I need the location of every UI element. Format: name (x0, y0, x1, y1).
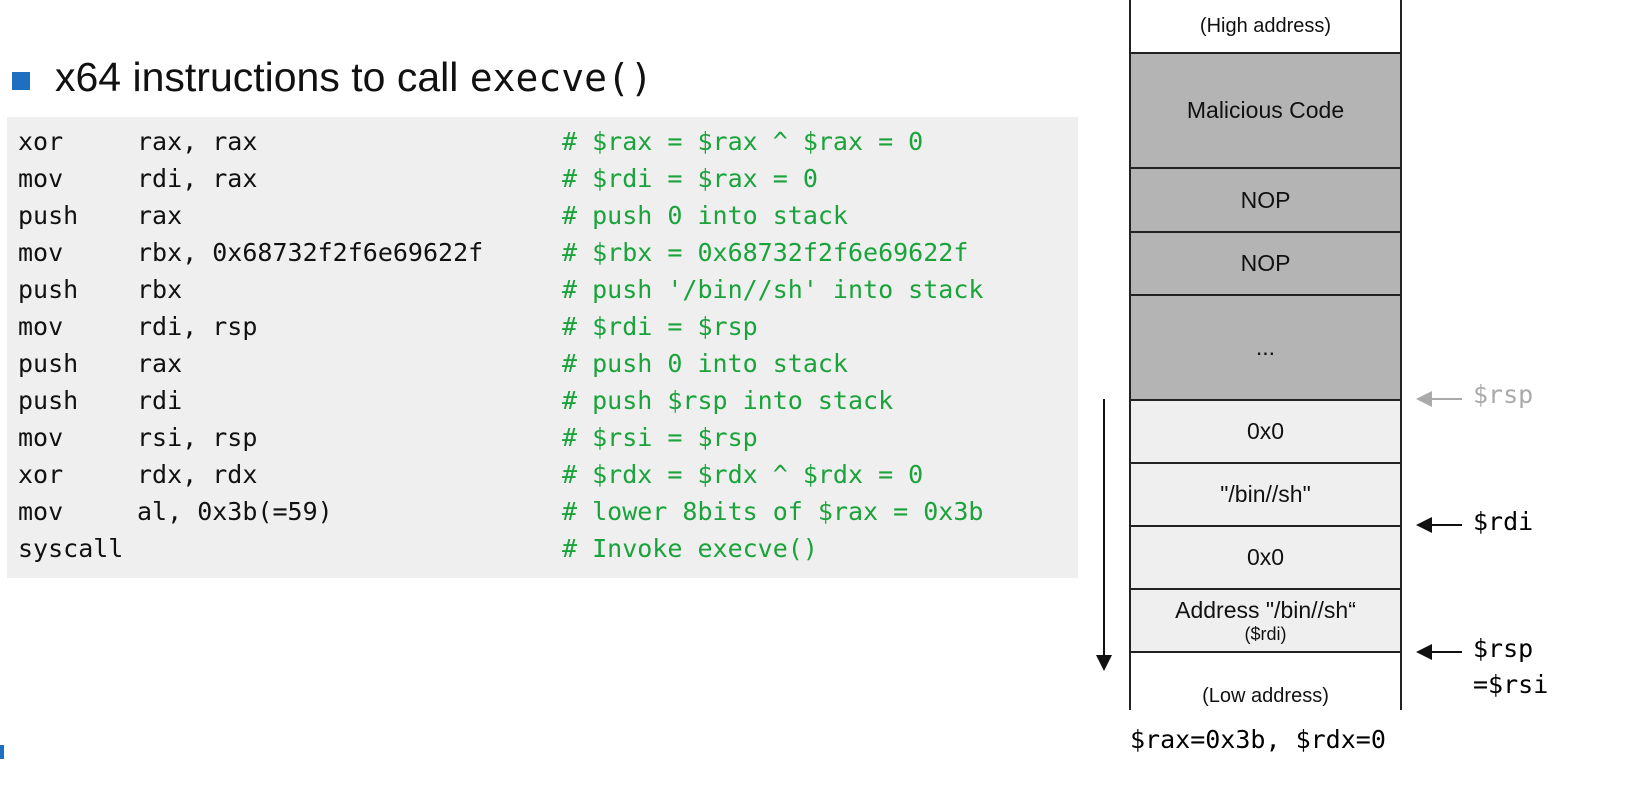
rsp-label: $rsp (1473, 634, 1534, 663)
instruction-mnemonic: mov (18, 497, 64, 526)
stack-cell: Address "/bin//sh“($rdi) (1131, 588, 1400, 651)
stack-cell-label: "/bin//sh" (1220, 481, 1311, 507)
register-values: $rax=0x3b, $rdx=0 (1130, 725, 1386, 754)
instruction-mnemonic: push (18, 201, 79, 230)
stack-cell: Malicious Code (1131, 52, 1400, 167)
instruction-mnemonic: mov (18, 312, 64, 341)
instruction-mnemonic: mov (18, 164, 64, 193)
instruction-comment: # $rdi = $rsp (562, 312, 758, 341)
growth-arrow-line (1103, 399, 1105, 657)
instruction-operands: rax, rax (137, 127, 258, 156)
stack-cell: NOP (1131, 167, 1400, 231)
stack-cell-label: Malicious Code (1186, 97, 1345, 123)
high-address-text: (High address) (1199, 14, 1332, 37)
old-rsp-label: $rsp (1473, 380, 1534, 409)
instruction-mnemonic: mov (18, 238, 64, 267)
instruction-comment: # push 0 into stack (562, 349, 848, 378)
instruction-operands: rdi, rax (137, 164, 258, 193)
instruction-operands: al, 0x3b(=59) (137, 497, 333, 526)
stack-cell-label: Address "/bin//sh“ (1175, 596, 1356, 623)
stack-cell: 0x0 (1131, 525, 1400, 588)
low-address-text: (Low address) (1202, 685, 1329, 707)
instruction-comment: # push $rsp into stack (562, 386, 894, 415)
title-text: x64 instructions to call (55, 54, 470, 100)
instruction-mnemonic: xor (18, 127, 64, 156)
instruction-operands: rbx, 0x68732f2f6e69622f (137, 238, 484, 267)
old-rsp-arrow-icon (1416, 391, 1462, 407)
instruction-operands: rsi, rsp (137, 423, 258, 452)
stack-cell-label: 0x0 (1246, 418, 1285, 444)
instruction-mnemonic: mov (18, 423, 64, 452)
stack-cell-label: ... (1255, 334, 1276, 360)
code-block: xor rax, rax # $rax = $rax ^ $rax = 0 mov rd… (7, 117, 1078, 578)
instruction-operands: rdi (137, 386, 183, 415)
stack-cell-label: NOP (1240, 250, 1291, 276)
stack-cell: ... (1131, 294, 1400, 399)
stack-cell-sublabel: ($rdi) (1244, 623, 1287, 644)
instruction-operands: rax (137, 349, 183, 378)
instruction-comment: # Invoke execve() (562, 534, 818, 563)
instruction-mnemonic: push (18, 349, 79, 378)
rsp-arrow-icon (1416, 644, 1462, 660)
slide-title: x64 instructions to call execve() (55, 54, 653, 101)
high-address-label: (High address) (1131, 0, 1400, 52)
stack-cell-label: 0x0 (1246, 544, 1285, 570)
instruction-mnemonic: push (18, 275, 79, 304)
growth-arrow-head-icon (1096, 655, 1112, 671)
instruction-mnemonic: syscall (18, 534, 124, 563)
stack-cell: 0x0 (1131, 399, 1400, 462)
instruction-operands: rdx, rdx (137, 460, 258, 489)
instruction-operands: rdi, rsp (137, 312, 258, 341)
footer-logo-mark (0, 745, 4, 759)
instruction-comment: # $rbx = 0x68732f2f6e69622f (562, 238, 969, 267)
instruction-comment: # $rax = $rax ^ $rax = 0 (562, 127, 924, 156)
instruction-operands: rbx (137, 275, 183, 304)
instruction-comment: # $rdi = $rax = 0 (562, 164, 818, 193)
stack-cell: "/bin//sh" (1131, 462, 1400, 525)
rdi-arrow-icon (1416, 517, 1462, 533)
instruction-operands: rax (137, 201, 183, 230)
instruction-comment: # $rdx = $rdx ^ $rdx = 0 (562, 460, 924, 489)
rsi-label: =$rsi (1473, 670, 1549, 699)
instruction-comment: # push '/bin//sh' into stack (562, 275, 984, 304)
rdi-label: $rdi (1473, 507, 1534, 536)
instruction-mnemonic: xor (18, 460, 64, 489)
instruction-comment: # lower 8bits of $rax = 0x3b (562, 497, 984, 526)
title-code: execve() (469, 56, 653, 100)
instruction-mnemonic: push (18, 386, 79, 415)
low-address-label: (Low address) (1131, 651, 1400, 710)
stack-cell-label: NOP (1240, 186, 1291, 213)
stack-cell: NOP (1131, 231, 1400, 294)
instruction-comment: # $rsi = $rsp (562, 423, 758, 452)
bullet-marker (12, 72, 30, 90)
instruction-comment: # push 0 into stack (562, 201, 848, 230)
